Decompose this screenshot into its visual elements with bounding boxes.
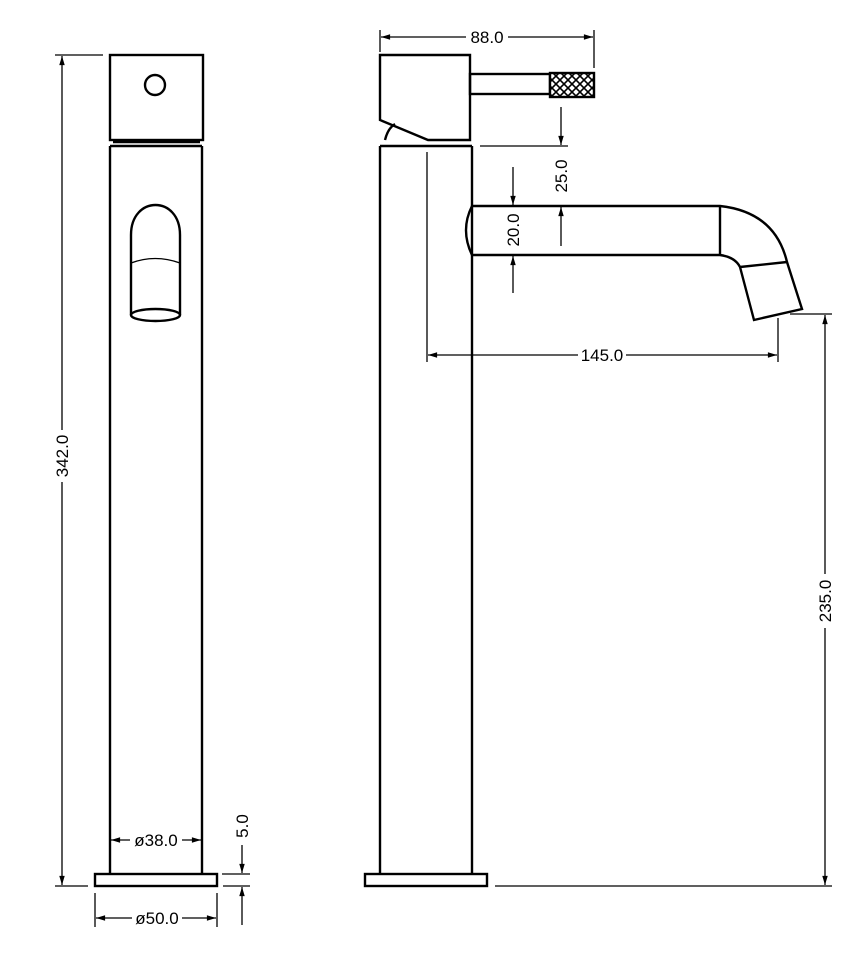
aerator-line xyxy=(739,260,788,269)
base-plate xyxy=(93,872,219,888)
spout-joint xyxy=(464,205,474,256)
head-shoulder xyxy=(383,122,396,141)
lever-bar xyxy=(468,72,552,96)
front-view: 342.0 ø38.0 ø50.0 5.0 xyxy=(52,53,252,928)
dim-spout-diameter: 20.0 xyxy=(504,213,523,246)
lever-circle xyxy=(143,73,167,97)
body xyxy=(108,144,204,873)
knurled-lever-tip xyxy=(548,71,596,99)
handle-head xyxy=(378,53,472,142)
dim-top-width: 88.0 xyxy=(470,28,503,47)
dim-overall-height: 342.0 xyxy=(53,435,72,478)
dim-body-diameter: ø38.0 xyxy=(134,831,177,850)
side-body xyxy=(378,144,474,873)
handle-cap xyxy=(108,53,205,142)
side-base-plate xyxy=(363,872,489,888)
dim-base-diameter: ø50.0 xyxy=(135,909,178,928)
spout-front-joint xyxy=(130,257,181,264)
side-view: 88.0 25.0 20.0 145.0 235.0 xyxy=(363,27,835,888)
dim-lever-to-spout: 25.0 xyxy=(552,159,571,192)
spout-front xyxy=(129,203,182,315)
dim-spout-height: 235.0 xyxy=(816,580,835,623)
dim-base-thickness: 5.0 xyxy=(233,814,252,838)
dim-spout-reach: 145.0 xyxy=(581,346,624,365)
spout-outlet xyxy=(129,307,182,323)
